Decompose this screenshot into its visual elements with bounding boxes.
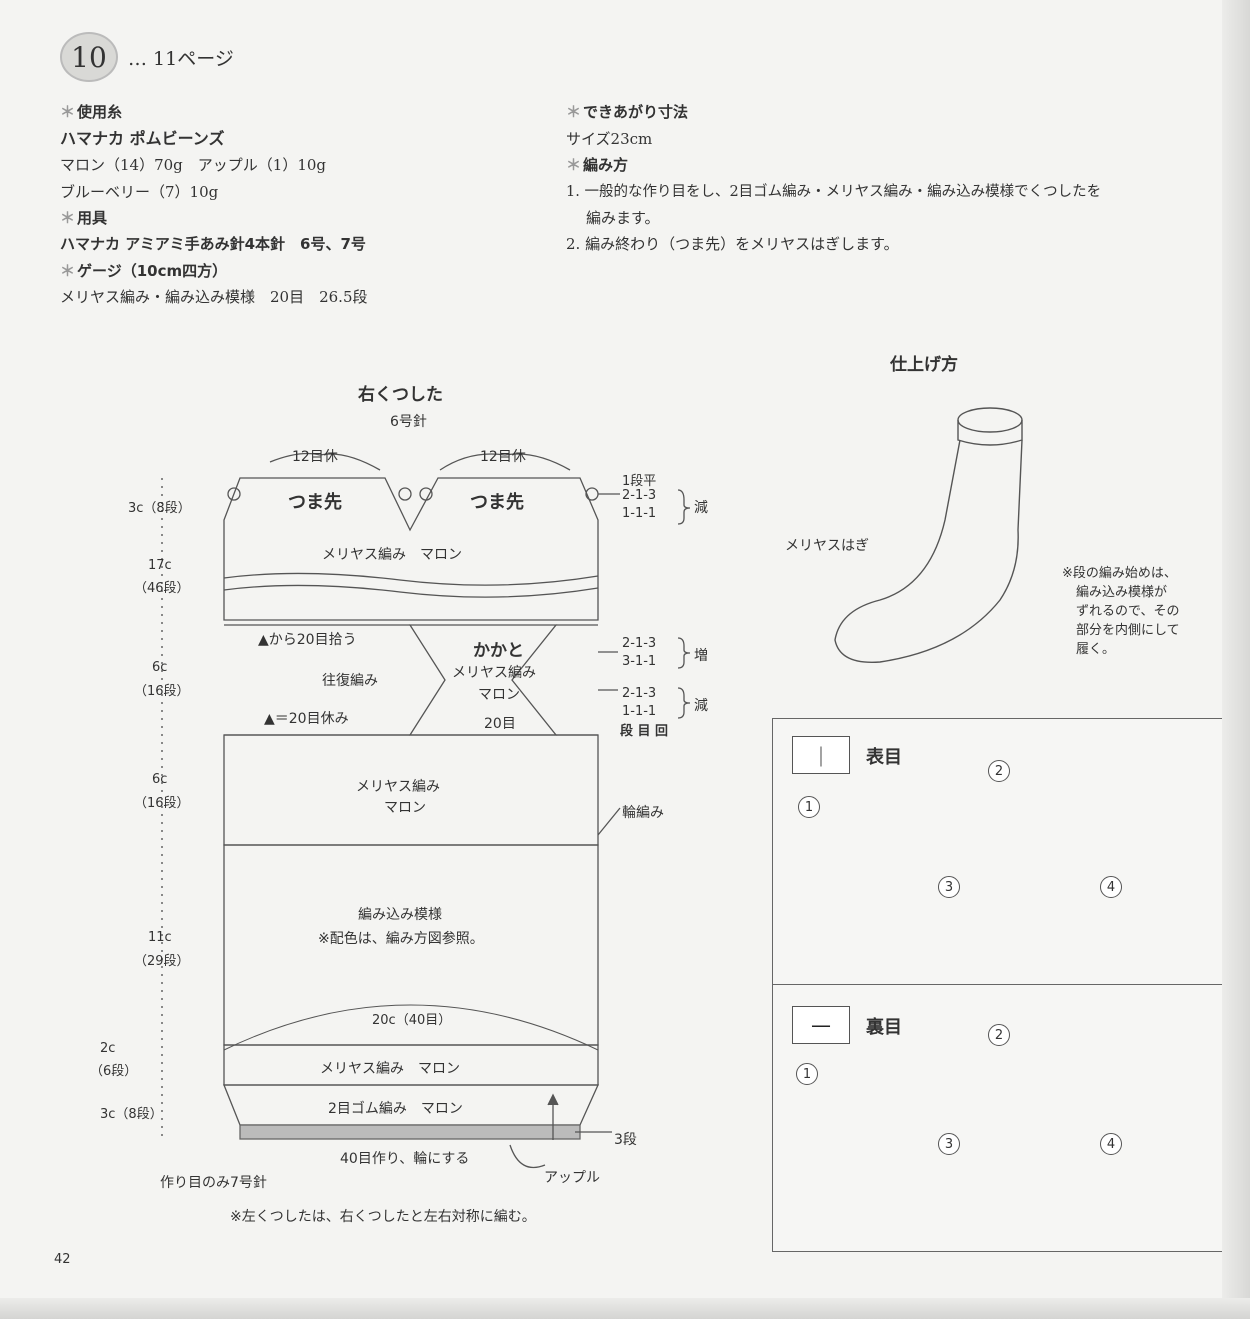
graft-label: メリヤスはぎ xyxy=(785,538,869,554)
heel-body-2: マロン xyxy=(478,687,520,703)
knit-label: 表目 xyxy=(866,747,902,768)
toe-body-label: メリヤス編み マロン xyxy=(322,547,462,563)
finishing-note-2: 編み込み模様が xyxy=(1076,585,1168,600)
finishing-note-4: 部分を内側にして xyxy=(1076,623,1180,638)
dim-foot-a: 17c xyxy=(148,558,172,573)
heel-count: 20目 xyxy=(484,716,516,732)
toe-right-label: つま先 xyxy=(470,492,524,513)
row-header: 段 目 回 xyxy=(620,724,669,739)
knit-step-3: 3 xyxy=(938,876,960,898)
page-reference: … 11ページ xyxy=(128,48,234,70)
cast-on-label: 40目作り、輪にする xyxy=(336,1148,474,1168)
dim-leg-a: 6c xyxy=(152,772,168,787)
heel-dec-label: 減 xyxy=(694,698,708,714)
cast-needle-label: 作り目のみ7号針 xyxy=(160,1175,267,1191)
dim-stock-b: （6段） xyxy=(90,1064,138,1079)
knit-step-1: 1 xyxy=(798,796,820,818)
stockinette-label: メリヤス編み マロン xyxy=(320,1061,460,1077)
finishing-note-5: 履く。 xyxy=(1076,642,1116,657)
size-heading: ＊できあがり寸法 xyxy=(566,103,689,121)
leg-body-2: マロン xyxy=(384,800,426,816)
toe-row-3: 1-1-1 xyxy=(622,506,657,521)
finishing-note-1: ※段の編み始めは、 xyxy=(1062,566,1177,581)
heel-dec-row-1: 2-1-3 xyxy=(622,686,657,701)
yarn-line-2: ブルーベリー（7）10g xyxy=(60,183,219,201)
rest-20-label: ▲＝20目休み xyxy=(264,711,349,727)
diagram-title: 右くつした xyxy=(358,385,443,405)
back-forth-label: 往復編み xyxy=(322,673,378,689)
knit-symbol: ｜ xyxy=(792,736,850,774)
purl-step-3: 3 xyxy=(938,1133,960,1155)
finishing-note-3: ずれるので、その xyxy=(1076,604,1180,619)
dim-toe: 3c（8段） xyxy=(128,501,191,516)
needle-size: 6号針 xyxy=(390,414,427,430)
heel-inc-label: 増 xyxy=(694,648,708,664)
method-step-1-cont: 編みます。 xyxy=(586,209,660,227)
rest-left: 12目休 xyxy=(292,449,338,465)
heel-pickup: ▲から20目拾う xyxy=(258,632,357,648)
method-heading: ＊編み方 xyxy=(566,156,629,174)
dim-leg-b: （16段） xyxy=(134,796,190,811)
purl-step-1: 1 xyxy=(796,1063,818,1085)
heel-dec-row-2: 1-1-1 xyxy=(622,704,657,719)
yarn-heading: ＊使用糸 xyxy=(60,103,123,121)
size-line: サイズ23cm xyxy=(566,130,653,148)
apple-label: アップル xyxy=(544,1170,600,1186)
page-number: 42 xyxy=(54,1252,71,1267)
tools-heading: ＊用具 xyxy=(60,209,108,227)
dim-stock-a: 2c xyxy=(100,1041,116,1056)
purl-symbol: — xyxy=(792,1006,850,1044)
yarn-name: ハマナカ ポムビーンズ xyxy=(60,129,225,148)
toe-dec-label: 減 xyxy=(694,500,708,516)
rest-right: 12目休 xyxy=(480,449,526,465)
rib-label: 2目ゴム編み マロン xyxy=(328,1101,463,1117)
three-rows-label: 3段 xyxy=(614,1132,637,1148)
leg-body-1: メリヤス編み xyxy=(356,779,440,795)
dim-foot-b: （46段） xyxy=(134,581,190,596)
tools-line: ハマナカ アミアミ手あみ針4本針 6号、7号 xyxy=(60,235,366,253)
dim-heel-a: 6c xyxy=(152,660,168,675)
method-step-1: 1. 一般的な作り目をし、2目ゴム編み・メリヤス編み・編み込み模様でくつしたを xyxy=(566,184,1102,200)
knit-step-4: 4 xyxy=(1100,876,1122,898)
toe-row-2: 2-1-3 xyxy=(622,488,657,503)
page-bottom-shadow xyxy=(0,1298,1250,1319)
dim-fairisle-a: 11c xyxy=(148,930,172,945)
toe-row-1: 1段平 xyxy=(622,474,657,489)
width-label: 20c（40目） xyxy=(368,1009,456,1028)
round-knit-label: 輪編み xyxy=(622,805,664,821)
yarn-line-1: マロン（14）70g アップル（1）10g xyxy=(60,156,327,174)
dim-rib: 3c（8段） xyxy=(100,1107,163,1122)
page-edge-shadow xyxy=(1222,0,1250,1319)
dim-fairisle-b: （29段） xyxy=(134,954,190,969)
heel-body-1: メリヤス編み xyxy=(452,665,536,681)
heel-inc-row-1: 2-1-3 xyxy=(622,636,657,651)
toe-left-label: つま先 xyxy=(288,492,342,513)
dim-heel-b: （16段） xyxy=(134,684,190,699)
purl-label: 裏目 xyxy=(866,1017,902,1038)
method-step-2: 2. 編み終わり（つま先）をメリヤスはぎします。 xyxy=(566,235,899,253)
heel-inc-row-2: 3-1-1 xyxy=(622,654,657,669)
fair-isle-note: ※配色は、編み方図参照。 xyxy=(318,931,484,947)
pattern-number-badge: 10 xyxy=(60,32,118,82)
finishing-title: 仕上げ方 xyxy=(890,355,958,375)
purl-step-4: 4 xyxy=(1100,1133,1122,1155)
purl-step-2: 2 xyxy=(988,1024,1010,1046)
gauge-heading: ＊ゲージ（10cm四方） xyxy=(60,262,228,280)
heel-title: かかと xyxy=(473,641,524,661)
knit-step-2: 2 xyxy=(988,760,1010,782)
left-sock-note: ※左くつしたは、右くつしたと左右対称に編む。 xyxy=(230,1209,536,1225)
fair-isle-label: 編み込み模様 xyxy=(358,907,442,923)
gauge-line: メリヤス編み・編み込み模様 20目 26.5段 xyxy=(60,288,368,306)
